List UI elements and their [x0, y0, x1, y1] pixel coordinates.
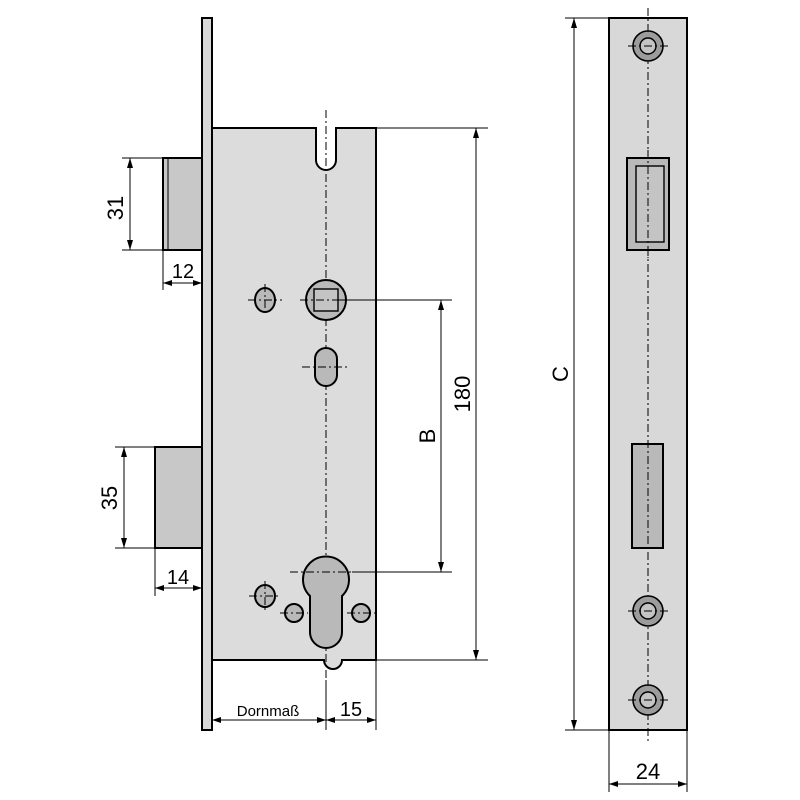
dim-label-b: B: [415, 429, 440, 444]
latch-opening: [626, 150, 670, 258]
fixing-holes-lower: [249, 581, 375, 623]
dim-label-35: 35: [97, 486, 122, 510]
latch-bolt: [162, 157, 203, 251]
fixing-hole-upper: [248, 284, 282, 316]
front-view: [608, 8, 688, 742]
dim-label-dornmass: Dornmaß: [237, 703, 300, 720]
dim-label-14: 14: [167, 567, 189, 589]
faceplate-screw-bottom: [628, 684, 668, 716]
dimension-lines: [115, 17, 688, 792]
bolt-opening: [631, 440, 664, 552]
dim-label-31: 31: [103, 196, 128, 220]
dead-bolt: [154, 446, 203, 549]
dim-label-12: 12: [172, 261, 194, 283]
dim-label-15: 15: [340, 699, 362, 721]
dim-label-c: C: [548, 366, 573, 382]
dim-label-180: 180: [450, 376, 475, 413]
side-view: [154, 17, 377, 731]
faceplate-screw-middle: [628, 595, 668, 627]
lock-case: [211, 127, 377, 670]
dim-label-24: 24: [636, 759, 660, 784]
faceplate-screw-top: [628, 30, 668, 62]
faceplate-edge: [201, 17, 213, 731]
oval-slot: [302, 347, 350, 387]
cylinder-cutout: [290, 555, 362, 649]
